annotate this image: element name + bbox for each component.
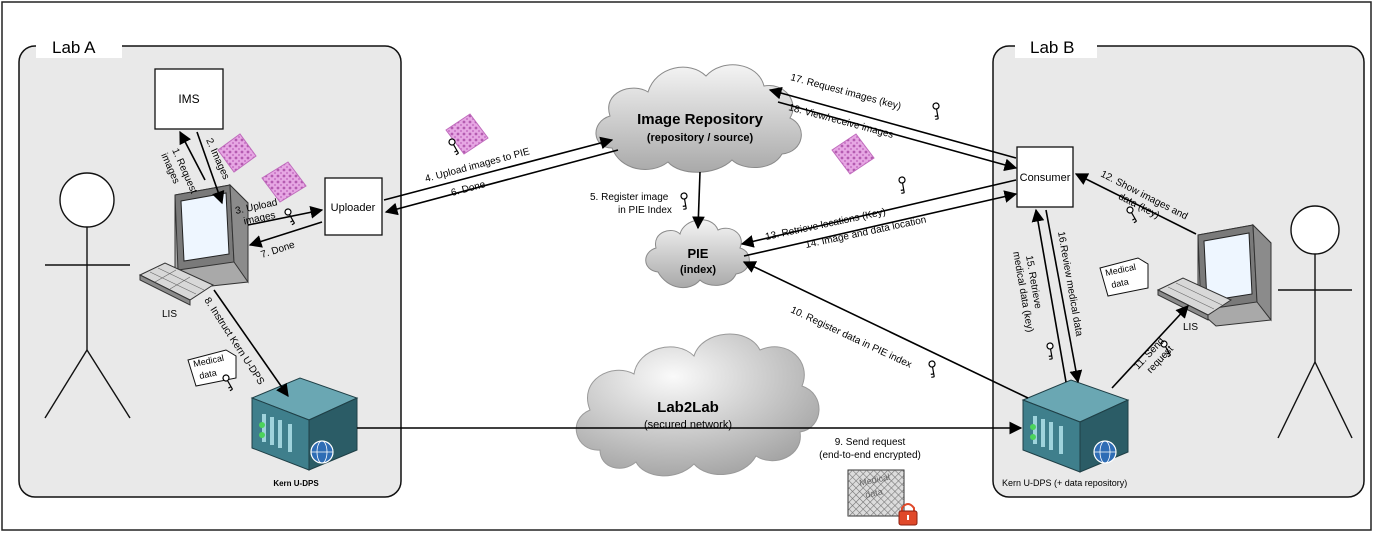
repository-title: Image Repository (637, 111, 764, 128)
encrypted-medical-data-note: Medical data (847, 469, 918, 526)
svg-text:data: data (1110, 277, 1129, 290)
user-b-figure (1277, 205, 1353, 439)
key-icon (932, 102, 940, 120)
consumer-box: Consumer (1016, 146, 1074, 208)
key-icon (928, 360, 936, 378)
consumer-label: Consumer (1020, 172, 1071, 184)
lab2lab-title: Lab2Lab (657, 399, 719, 416)
uploader-label: Uploader (331, 202, 376, 214)
lab2lab-subtitle: (secured network) (644, 419, 732, 431)
slide-image-icon (445, 113, 489, 155)
lock-icon (898, 503, 918, 526)
lab-b-zone: Lab B (992, 36, 1365, 498)
kern-b-label: Kern U-DPS (+ data repository) (1002, 478, 1127, 488)
slide-image-icon (831, 133, 875, 175)
lis-b-label: LIS (1183, 322, 1198, 333)
svg-text:data: data (198, 368, 217, 381)
ims-label: IMS (178, 92, 199, 106)
slide-image-icon (261, 161, 307, 203)
lis-a-label: LIS (162, 309, 177, 320)
monitor-a-icon (174, 183, 249, 289)
lab-b-label: Lab B (1030, 38, 1074, 57)
key-icon (680, 192, 688, 210)
ims-box: IMS (154, 68, 224, 130)
uploader-box: Uploader (324, 177, 383, 236)
key-icon (898, 176, 906, 194)
svg-text:in PIE Index: in PIE Index (618, 205, 672, 216)
image-repository-cloud: Image Repository (repository / source) (595, 64, 802, 173)
step-9-label: 9. Send request (end-to-end encrypted) (819, 437, 921, 461)
svg-text:data: data (864, 487, 883, 500)
svg-text:5. Register image: 5. Register image (590, 192, 669, 203)
slide-image-icon (217, 133, 257, 173)
key-icon (1046, 342, 1054, 360)
key-icon (222, 374, 234, 392)
flow-arrows (179, 86, 1197, 435)
user-a-figure (44, 172, 131, 419)
svg-text:(end-to-end encrypted): (end-to-end encrypted) (819, 450, 921, 461)
keyboard-a-icon (138, 262, 215, 306)
pie-index-cloud: PIE (index) (645, 219, 750, 288)
step-5-label: 5. Register image in PIE Index (590, 192, 672, 216)
kern-a-label: Kern U-DPS (273, 479, 319, 488)
medical-data-note-b: Medical data (1099, 257, 1149, 297)
key-icon (1160, 340, 1172, 358)
pie-title: PIE (688, 246, 709, 261)
lab-a-label: Lab A (52, 38, 96, 57)
pie-subtitle: (index) (680, 264, 716, 276)
keyboard-b-icon (1156, 277, 1233, 321)
key-icon (448, 138, 460, 156)
repository-subtitle: (repository / source) (647, 132, 754, 144)
svg-text:9. Send request: 9. Send request (835, 437, 906, 448)
key-icon (1126, 206, 1138, 224)
server-b-icon (1021, 379, 1130, 473)
key-icon (284, 208, 296, 226)
